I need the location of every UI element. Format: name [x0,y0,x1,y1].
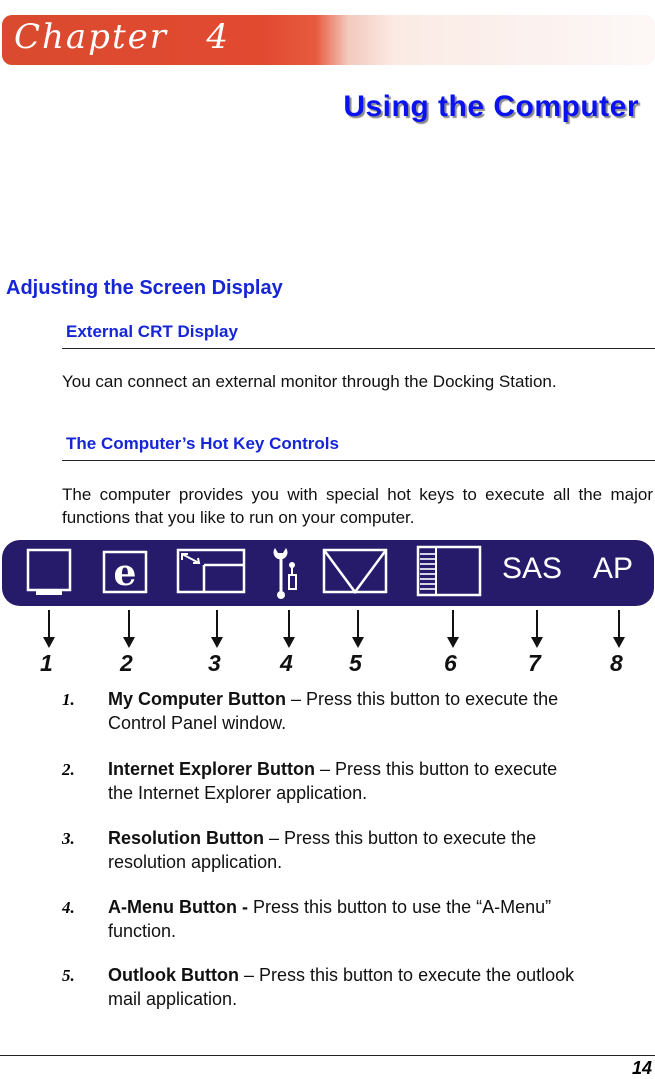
page-title: Using the Computer [343,90,639,123]
key-number: 2 [120,650,133,676]
list-item: Internet Explorer Button – Press this bu… [108,759,558,803]
key-number: 6 [444,650,457,676]
arrow-down-icon [531,610,543,648]
list-number: 4. [62,898,75,917]
list-item-title: Outlook Button [108,965,239,985]
key-number: 5 [349,650,362,676]
list-item: A-Menu Button - Press this button to use… [108,897,552,941]
outlook-mail-icon [322,548,388,594]
key-number: 1 [40,650,53,676]
svg-text:e: e [114,552,137,594]
a-menu-icon [273,548,297,599]
paragraph-external-crt: You can connect an external monitor thro… [62,372,557,391]
arrow-down-icon [613,610,625,648]
list-item-title: A-Menu Button - [108,897,248,917]
list-item-title: Resolution Button [108,828,264,848]
list-number: 5. [62,966,75,985]
internet-explorer-icon: e [102,550,148,594]
ap-key-label: AP [593,552,634,585]
divider [62,460,655,461]
resolution-icon [176,548,246,594]
arrow-down-icon [211,610,223,648]
list-item: Resolution Button – Press this button to… [108,828,537,872]
paragraph-hot-keys: The computer provides you with special h… [62,485,653,527]
list-number: 1. [62,690,75,709]
arrow-down-icon [283,610,295,648]
arrow-down-icon [123,610,135,648]
divider [62,348,655,349]
page-number: 14 [631,1058,652,1078]
key-number: 4 [280,650,293,676]
footer-divider [0,1055,655,1056]
key-number: 8 [610,650,623,676]
list-number: 3. [62,829,75,848]
list-item-title: Internet Explorer Button [108,759,316,779]
key-number: 7 [528,650,541,676]
chapter-banner [2,15,655,65]
chapter-label: Chapter 4 [14,17,231,57]
arrow-down-icon [352,610,364,648]
sas-key-label: SAS [502,552,563,585]
subsection-heading-external-crt: External CRT Display [66,322,238,341]
list-item-title: My Computer Button [108,689,286,709]
arrow-down-icon [447,610,459,648]
list-item: My Computer Button – Press this button t… [108,689,559,733]
panel-icon [416,545,482,597]
arrow-down-icon [43,610,55,648]
list-number: 2. [62,760,75,779]
section-heading: Adjusting the Screen Display [6,277,283,299]
key-number: 3 [208,650,221,676]
list-item: Outlook Button – Press this button to ex… [108,965,575,1009]
subsection-heading-hot-keys: The Computer’s Hot Key Controls [66,434,339,453]
my-computer-icon [26,548,72,595]
